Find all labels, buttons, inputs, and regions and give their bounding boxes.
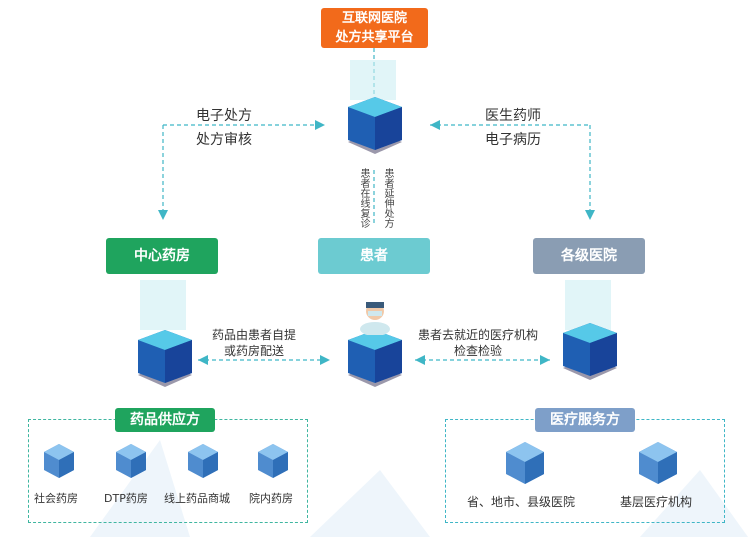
dtp-pharmacy-icon (116, 444, 146, 478)
right-top-line1: 医生药师 (485, 108, 541, 124)
tiered-hospital-icon (506, 442, 544, 484)
primary-care-icon (639, 442, 677, 484)
mid-right-line1: 患者去就近的医疗机构 (418, 328, 539, 342)
online-store-icon (188, 444, 218, 478)
hospital-cube-icon (563, 323, 617, 380)
mid-left-line1: 药品由患者自提 (212, 328, 297, 342)
supplier-title: 药品供应方 (115, 408, 215, 432)
right-top-text: 医生药师 电子病历 (485, 104, 541, 152)
extended-prescription-text: 患者延伸处方 (382, 168, 393, 228)
mid-right-text: 患者去就近的医疗机构 检查检验 (418, 327, 538, 359)
right-top-line2: 电子病历 (485, 132, 541, 148)
mid-left-line2: 或药房配送 (224, 344, 285, 358)
supplier-item-1: 社会药房 (34, 492, 78, 505)
service-title: 医疗服务方 (535, 408, 635, 432)
pharmacy-cube-icon (138, 330, 192, 387)
platform-title-line2: 处方共享平台 (335, 30, 414, 45)
service-item-2: 基层医疗机构 (620, 495, 693, 509)
left-top-line1: 电子处方 (196, 108, 252, 124)
platform-title-line1: 互联网医院 (341, 11, 407, 26)
left-top-text: 电子处方 处方审核 (196, 104, 252, 152)
supplier-item-2: DTP药房 (104, 492, 148, 505)
service-item-1: 省、地市、县级医院 (467, 495, 576, 509)
platform-cube-icon (348, 97, 402, 154)
platform-box: 互联网医院 处方共享平台 (321, 8, 428, 48)
supplier-item-3: 线上药品商城 (164, 492, 230, 505)
patient-cube-icon (348, 330, 402, 387)
mid-right-line2: 检查检验 (454, 344, 503, 358)
patient-box: 患者 (318, 238, 430, 274)
mid-left-text: 药品由患者自提 或药房配送 (212, 327, 296, 359)
hospitals-box: 各级医院 (533, 238, 645, 274)
central-pharmacy-box: 中心药房 (106, 238, 218, 274)
supplier-item-4: 院内药房 (249, 492, 293, 505)
doctor-icon (360, 302, 390, 335)
left-top-line2: 处方审核 (196, 132, 252, 148)
hospital-pharmacy-icon (258, 444, 288, 478)
social-pharmacy-icon (44, 444, 74, 478)
online-revisit-text: 患者在线复诊 (358, 168, 369, 228)
